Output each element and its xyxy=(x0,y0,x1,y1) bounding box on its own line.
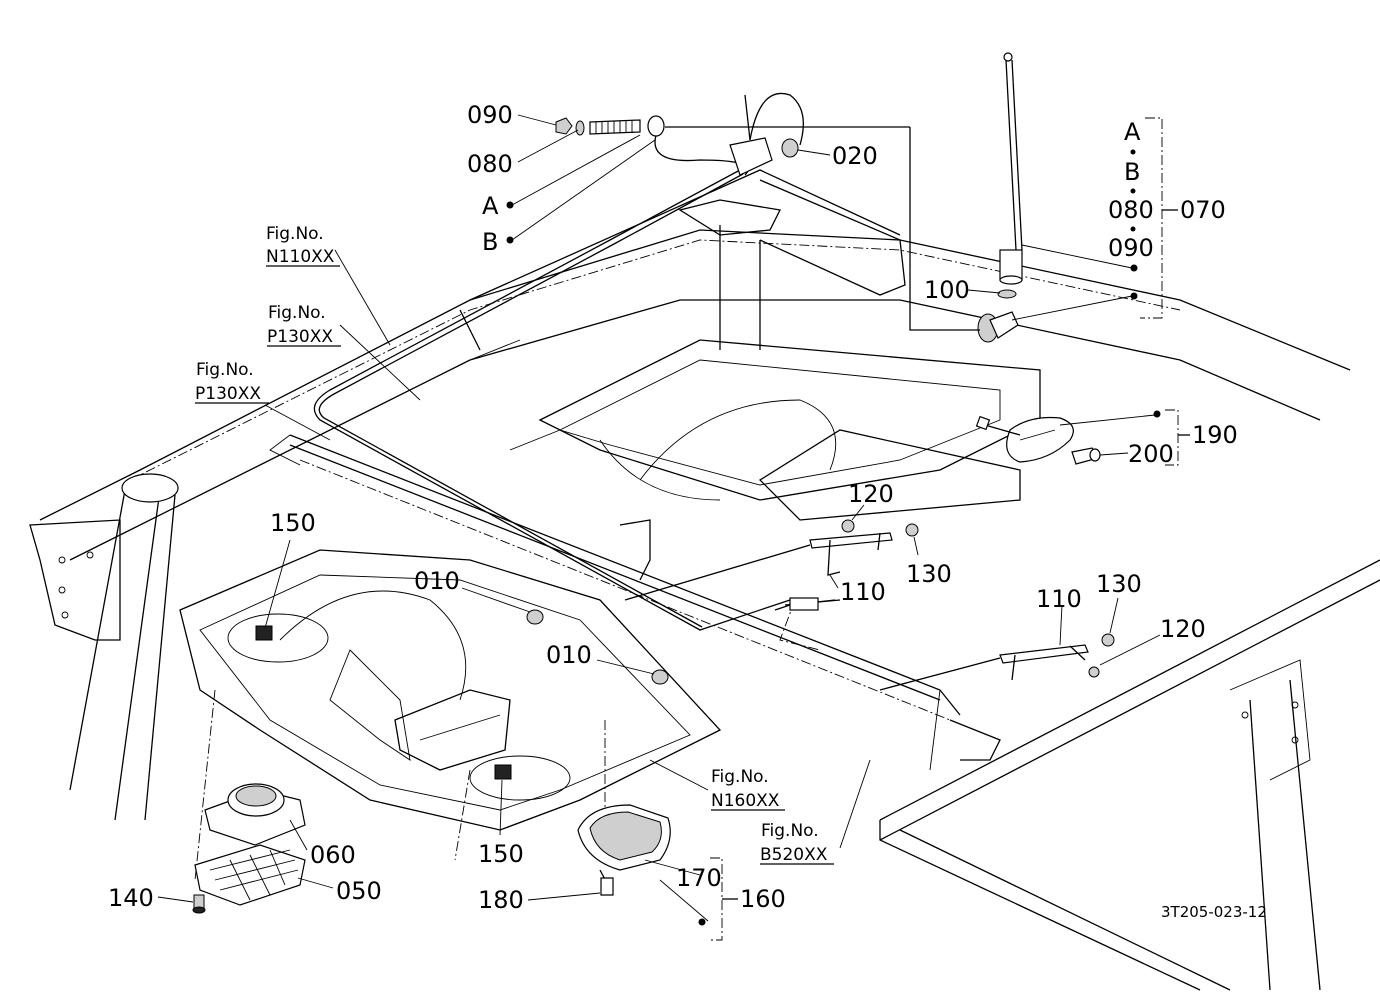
fig-ref-title: Fig.No. xyxy=(268,303,326,323)
speaker-and-grille xyxy=(192,613,571,914)
label-140: 140 xyxy=(108,884,154,912)
kit-070-item-090: 090 xyxy=(1108,234,1154,262)
label-130-lower: 130 xyxy=(1096,570,1142,598)
grommets-010 xyxy=(526,609,669,685)
label-200: 200 xyxy=(1128,440,1174,468)
label-170: 170 xyxy=(676,864,722,892)
label-110-lower: 110 xyxy=(1036,585,1082,613)
fig-ref-title: Fig.No. xyxy=(711,767,769,787)
fig-ref-code: N110XX xyxy=(266,247,335,267)
label-190: 190 xyxy=(1192,421,1238,449)
kit-070-item-080: 080 xyxy=(1108,196,1154,224)
label-100: 100 xyxy=(924,276,970,304)
label-080: 080 xyxy=(467,150,513,178)
marker-b: B xyxy=(482,228,498,256)
reference-dots xyxy=(506,149,1161,926)
kit-070-item-b: B xyxy=(1124,158,1140,186)
radio-harness-190 xyxy=(975,415,1101,465)
label-060: 060 xyxy=(310,841,356,869)
label-010-upper: 010 xyxy=(414,567,460,595)
speaker-brackets xyxy=(624,519,1115,691)
fig-ref-title: Fig.No. xyxy=(761,821,819,841)
drawing-code: 3T205-023-12 xyxy=(1161,903,1267,921)
fig-references: Fig.No. N110XX Fig.No. P130XX Fig.No. P1… xyxy=(195,224,828,865)
label-180: 180 xyxy=(478,886,524,914)
fig-ref-underlines xyxy=(195,265,834,865)
fig-ref-code: N160XX xyxy=(711,791,780,811)
fig-ref-title: Fig.No. xyxy=(196,360,254,380)
label-120-upper: 120 xyxy=(848,480,894,508)
leader-lines xyxy=(157,114,1161,922)
label-160: 160 xyxy=(740,885,786,913)
label-090: 090 xyxy=(467,101,513,129)
label-150-lower: 150 xyxy=(478,840,524,868)
label-070: 070 xyxy=(1180,196,1226,224)
label-010-lower: 010 xyxy=(546,641,592,669)
fig-ref-code: P130XX xyxy=(195,384,261,404)
antenna-assembly xyxy=(665,52,1023,343)
label-130-upper: 130 xyxy=(906,560,952,588)
part-labels: 090 080 A B 020 A B 080 090 070 100 190 … xyxy=(108,101,1238,914)
antenna-bolt-assembly xyxy=(555,115,799,176)
label-150-upper: 150 xyxy=(270,509,316,537)
dome-lamp-160 xyxy=(577,804,671,896)
fig-ref-code: P130XX xyxy=(267,327,333,347)
label-020: 020 xyxy=(832,142,878,170)
fig-ref-title: Fig.No. xyxy=(266,224,324,244)
cab-roof-frame xyxy=(29,92,1380,991)
label-050: 050 xyxy=(336,877,382,905)
kit-brackets xyxy=(710,117,1190,941)
label-110-upper: 110 xyxy=(840,578,886,606)
fig-ref-code: B520XX xyxy=(760,845,828,865)
label-120-lower: 120 xyxy=(1160,615,1206,643)
kit-070-item-a: A xyxy=(1124,118,1141,146)
marker-a: A xyxy=(482,192,499,220)
